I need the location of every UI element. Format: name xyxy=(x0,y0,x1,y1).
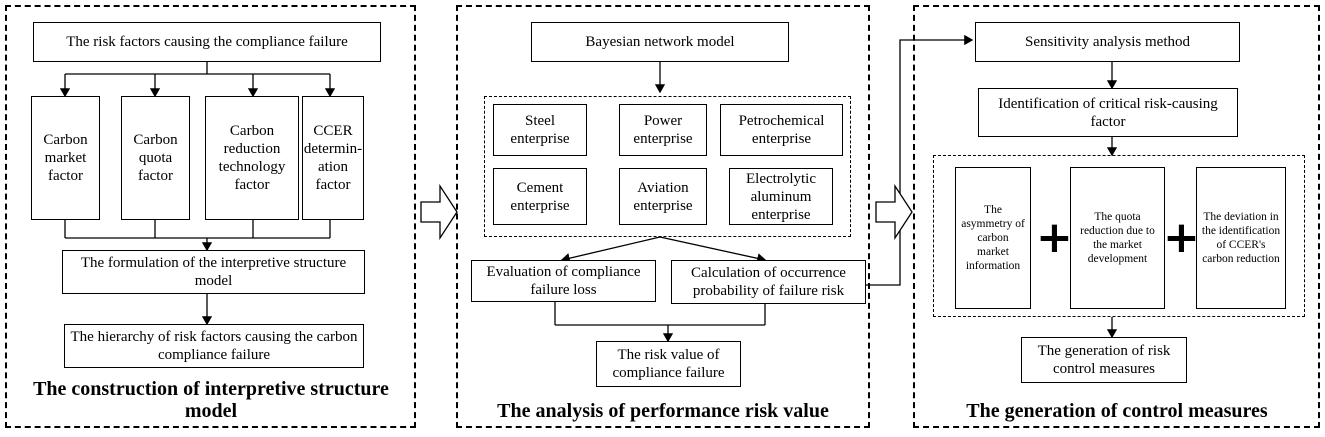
risk-factors-box: The risk factors causing the compliance … xyxy=(33,22,381,62)
factor-carbon-quota: Carbon quota factor xyxy=(121,96,190,220)
plus-icon: + xyxy=(1163,212,1200,263)
panel-interpretive-structure xyxy=(5,5,416,428)
panel-risk-value xyxy=(456,5,870,428)
plus-icon: + xyxy=(1036,212,1073,263)
factor-market-information: The asymmetry of carbon market informati… xyxy=(955,167,1031,309)
evaluation-box: Evaluation of compliance failure loss xyxy=(471,260,656,302)
enterprise-power: Power enterprise xyxy=(619,104,707,156)
enterprise-electrolytic-aluminum: Electrolytic aluminum enterprise xyxy=(729,168,833,225)
sensitivity-analysis-box: Sensitivity analysis method xyxy=(975,22,1240,62)
panel3-title: The generation of control measures xyxy=(966,400,1268,422)
enterprise-petrochemical: Petrochemical enterprise xyxy=(720,104,843,156)
factor-quota-reduction: The quota reduction due to the market de… xyxy=(1070,167,1165,309)
panel-control-measures xyxy=(913,5,1320,428)
critical-factors-group xyxy=(933,155,1305,317)
enterprise-steel: Steel enterprise xyxy=(493,104,587,156)
generation-box: The generation of risk control measures xyxy=(1021,337,1187,383)
factor-ccer-deviation: The deviation in the identification of C… xyxy=(1196,167,1286,309)
risk-value-box: The risk value of compliance failure xyxy=(596,341,741,387)
identification-box: Identification of critical risk-causing … xyxy=(978,88,1238,137)
enterprise-aviation: Aviation enterprise xyxy=(619,168,707,225)
factor-ccer-determination: CCER determin-ation factor xyxy=(302,96,364,220)
panel1-title: The construction of interpretive structu… xyxy=(33,378,389,422)
calculation-box: Calculation of occurrence probability of… xyxy=(671,260,866,304)
panel2-title: The analysis of performance risk value xyxy=(497,400,829,422)
enterprise-cement: Cement enterprise xyxy=(493,168,587,225)
enterprise-group xyxy=(484,96,851,237)
hierarchy-box: The hierarchy of risk factors causing th… xyxy=(64,324,364,368)
bayesian-network-box: Bayesian network model xyxy=(531,22,789,62)
factor-carbon-market: Carbon market factor xyxy=(31,96,100,220)
factor-carbon-reduction-technology: Carbon reduction technology factor xyxy=(205,96,299,220)
formulation-box: The formulation of the interpretive stru… xyxy=(62,250,365,294)
